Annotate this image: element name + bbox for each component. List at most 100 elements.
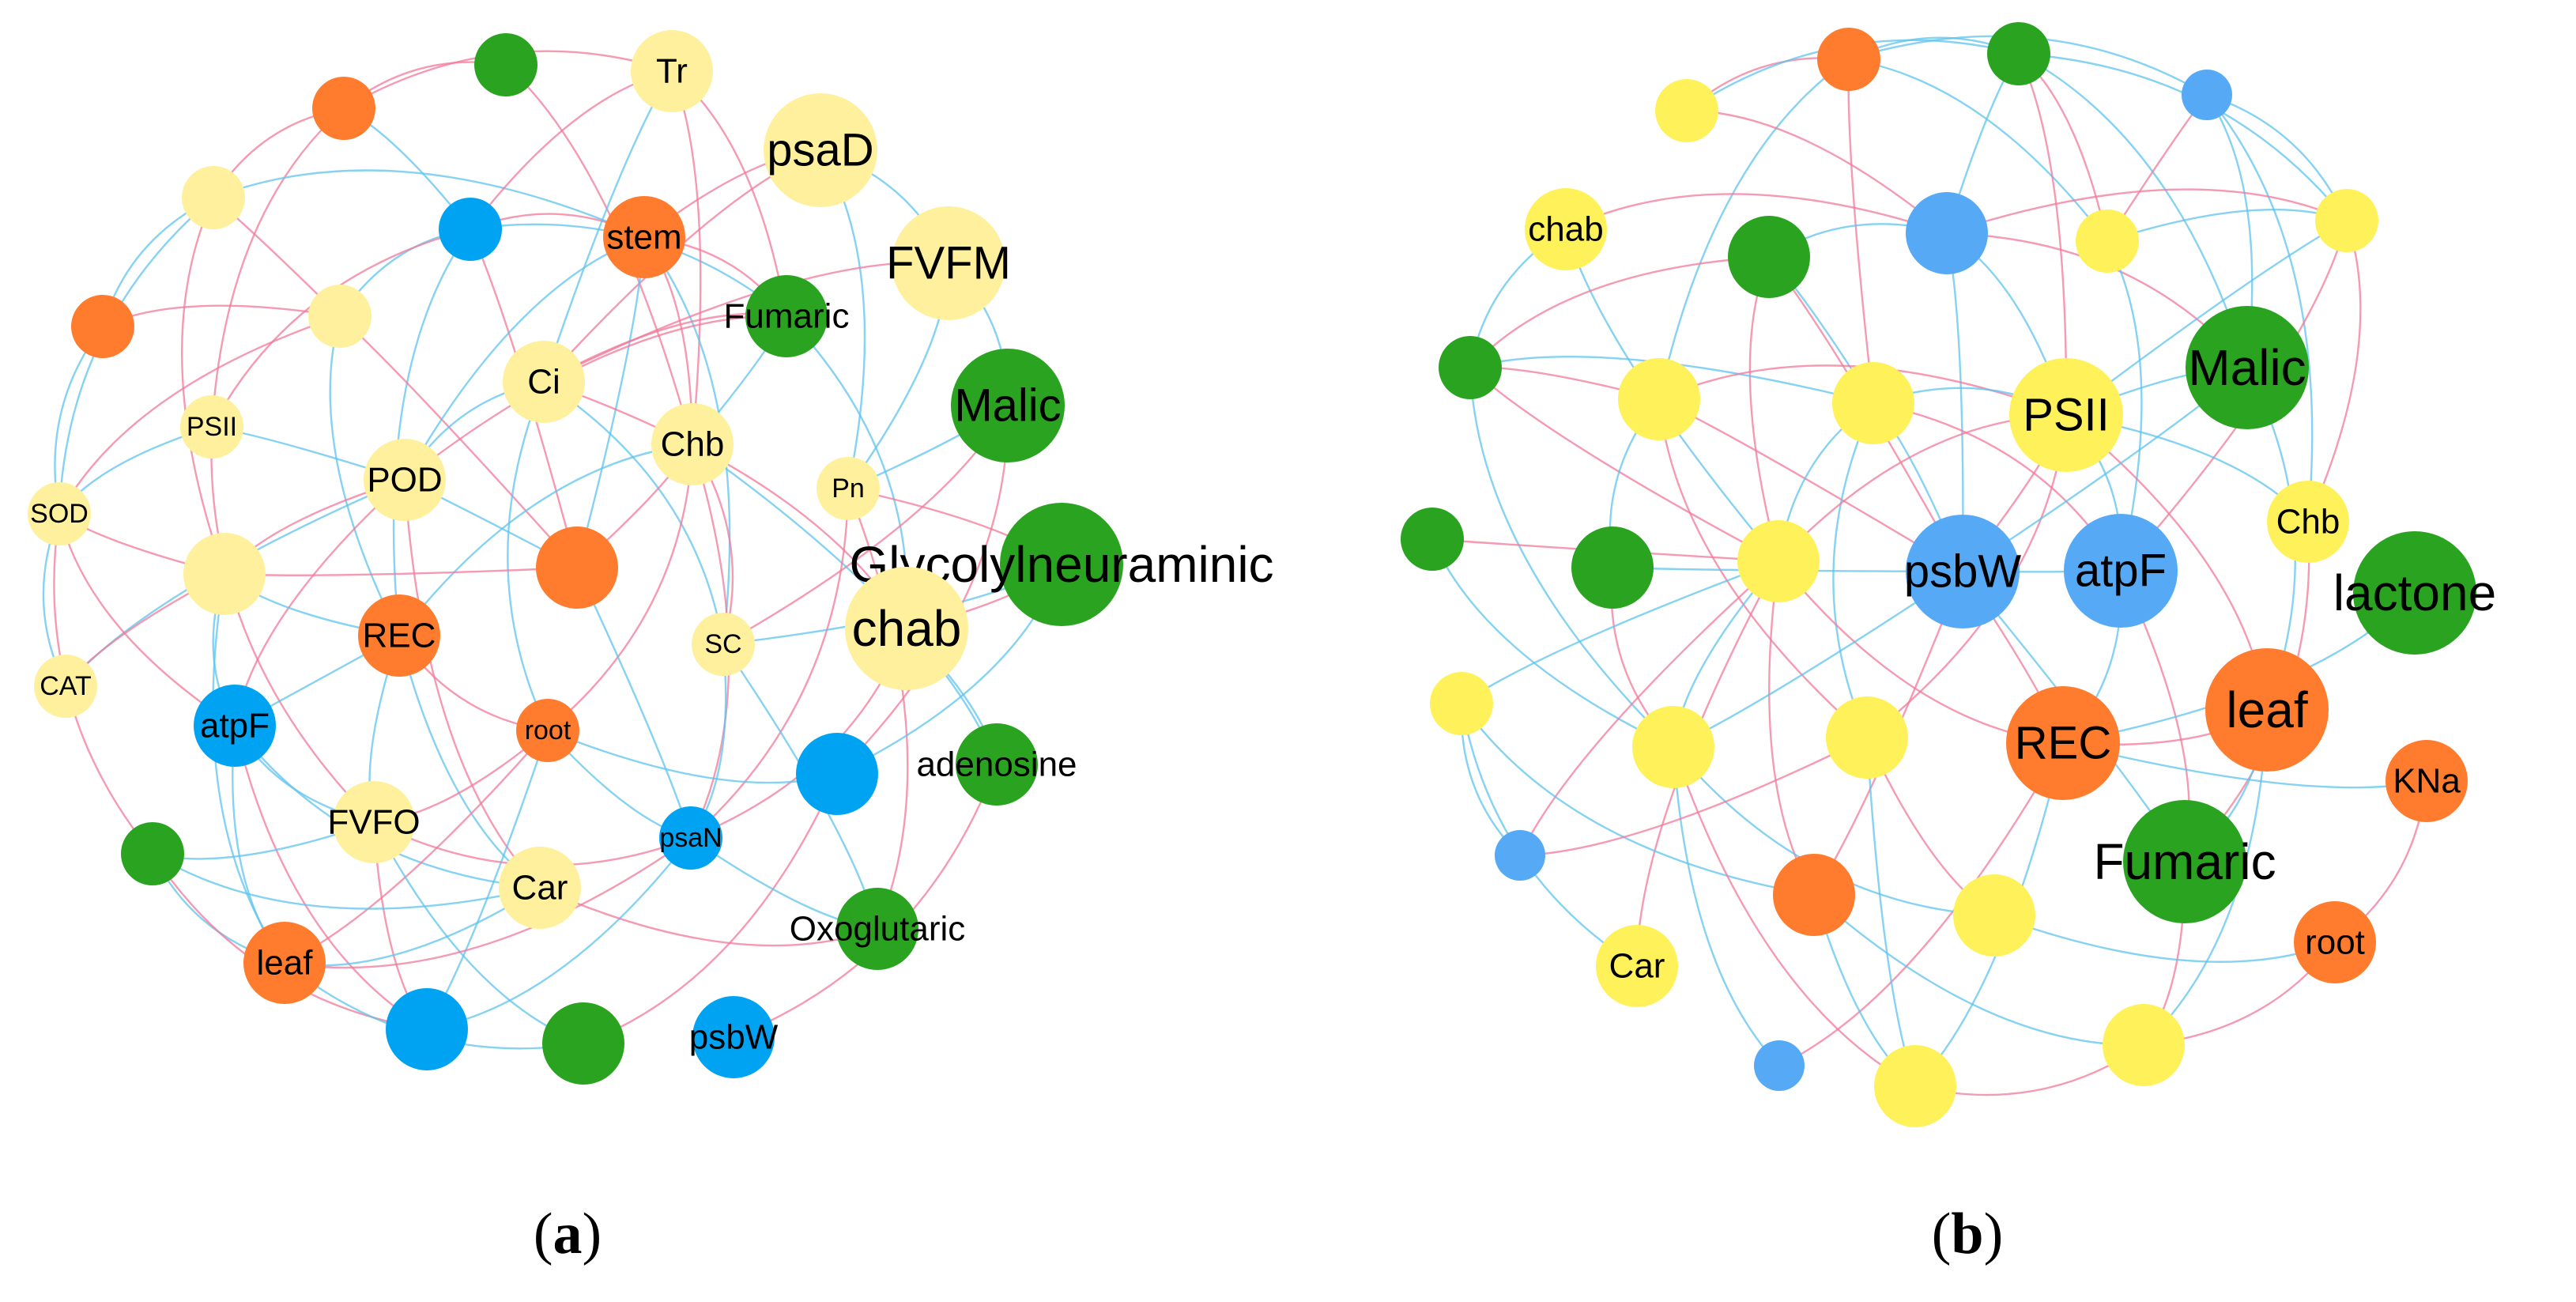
node-label: SC: [704, 629, 741, 659]
node-circle: [1430, 672, 1493, 735]
node-circle: [836, 888, 918, 970]
network-node: [183, 533, 266, 615]
network-node: [1618, 358, 1700, 440]
node-label: root: [2305, 923, 2365, 962]
network-edge: [583, 773, 839, 1045]
panel-a-caption: (a): [534, 1202, 602, 1266]
network-node: Chb: [2267, 481, 2349, 563]
network-node: [2076, 209, 2139, 273]
network-node: KNa: [2386, 740, 2468, 822]
network-node: Car: [1596, 925, 1678, 1007]
network-node: atpF: [194, 685, 276, 767]
node-circle: [2205, 648, 2329, 772]
network-node: chab: [845, 567, 968, 690]
node-circle: [1832, 362, 1914, 444]
network-edge: [224, 566, 578, 576]
node-label: Malic: [2188, 339, 2306, 396]
network-node: psaD: [764, 93, 877, 207]
network-edge: [2206, 94, 2314, 523]
network-node: [2315, 189, 2378, 252]
network-node: [386, 988, 468, 1070]
network-edge: [1460, 703, 1638, 968]
panel-a-letter: a: [553, 1202, 583, 1266]
network-edge: [507, 381, 549, 731]
network-node: psaN: [659, 806, 722, 870]
network-node: SC: [692, 613, 755, 676]
network-node: [1728, 216, 1810, 298]
node-circle: [692, 613, 755, 676]
node-circle: [1754, 1040, 1805, 1091]
network-edge: [1635, 560, 1780, 967]
network-node: lactone: [2333, 531, 2496, 655]
network-edge: [543, 380, 725, 645]
node-label: SOD: [30, 499, 89, 529]
node-circle: [516, 699, 579, 762]
network-node: Chb: [651, 403, 734, 485]
network-edge: [547, 443, 694, 731]
node-circle: [474, 33, 537, 96]
node-circle: [183, 533, 266, 615]
node-circle: [2315, 189, 2378, 252]
node-circle: [28, 482, 91, 545]
network-node: [2182, 70, 2232, 120]
node-circle: [1773, 854, 1855, 936]
network-node: [1953, 874, 2035, 957]
network-edge: [1778, 742, 2065, 1067]
node-circle: [34, 655, 97, 718]
network-node: Oxoglutaric: [790, 888, 965, 970]
node-label: chab: [852, 600, 962, 657]
node-circle: [182, 166, 245, 229]
network-edge: [1672, 746, 1916, 1088]
node-circle: [1817, 28, 1880, 91]
node-circle: [1655, 79, 1718, 142]
node-circle: [745, 275, 828, 357]
network-edge: [1658, 364, 2067, 417]
node-circle: [651, 403, 734, 485]
node-label: REC: [2015, 718, 2111, 769]
network-edge: [1469, 356, 1874, 405]
node-label: Ci: [527, 363, 560, 402]
panel-b-letter: b: [1951, 1202, 1983, 1266]
network-edge: [2018, 52, 2249, 368]
network-node: root: [516, 699, 579, 762]
node-label: psaN: [659, 823, 722, 853]
node-label: POD: [367, 461, 442, 500]
network-node: POD: [364, 439, 446, 521]
network-node: psbW: [689, 996, 779, 1078]
network-node: [182, 166, 245, 229]
network-node: [1826, 696, 1908, 779]
network-edge: [1519, 736, 1868, 857]
network-node: Malic: [2186, 306, 2309, 429]
node-label: chab: [1528, 210, 1603, 249]
node-label: Fumaric: [724, 297, 850, 336]
network-node: PSII: [2009, 358, 2123, 472]
node-circle: [121, 822, 184, 885]
node-circle: [1906, 192, 1988, 274]
node-circle: [2064, 514, 2178, 628]
node-label: Chb: [2276, 503, 2340, 542]
node-circle: [1495, 830, 1545, 881]
node-circle: [439, 198, 502, 261]
node-label: atpF: [200, 707, 270, 745]
node-circle: [1000, 503, 1123, 626]
node-circle: [180, 395, 243, 459]
network-node: [1439, 336, 1502, 399]
network-edge: [1768, 560, 1816, 896]
panel-b-caption: (b): [1932, 1202, 2003, 1266]
network-node: SOD: [28, 482, 91, 545]
network-edge: [575, 567, 692, 839]
network-edge: [1658, 398, 1868, 738]
node-label: psbW: [1904, 546, 2022, 598]
node-circle: [1525, 188, 1607, 270]
node-circle: [1906, 515, 2020, 628]
network-edge: [212, 573, 285, 964]
node-circle: [1874, 1045, 1956, 1127]
node-circle: [1401, 508, 1464, 571]
network-node: [1632, 706, 1714, 788]
node-label: FVFO: [327, 803, 420, 842]
node-circle: [312, 77, 375, 140]
